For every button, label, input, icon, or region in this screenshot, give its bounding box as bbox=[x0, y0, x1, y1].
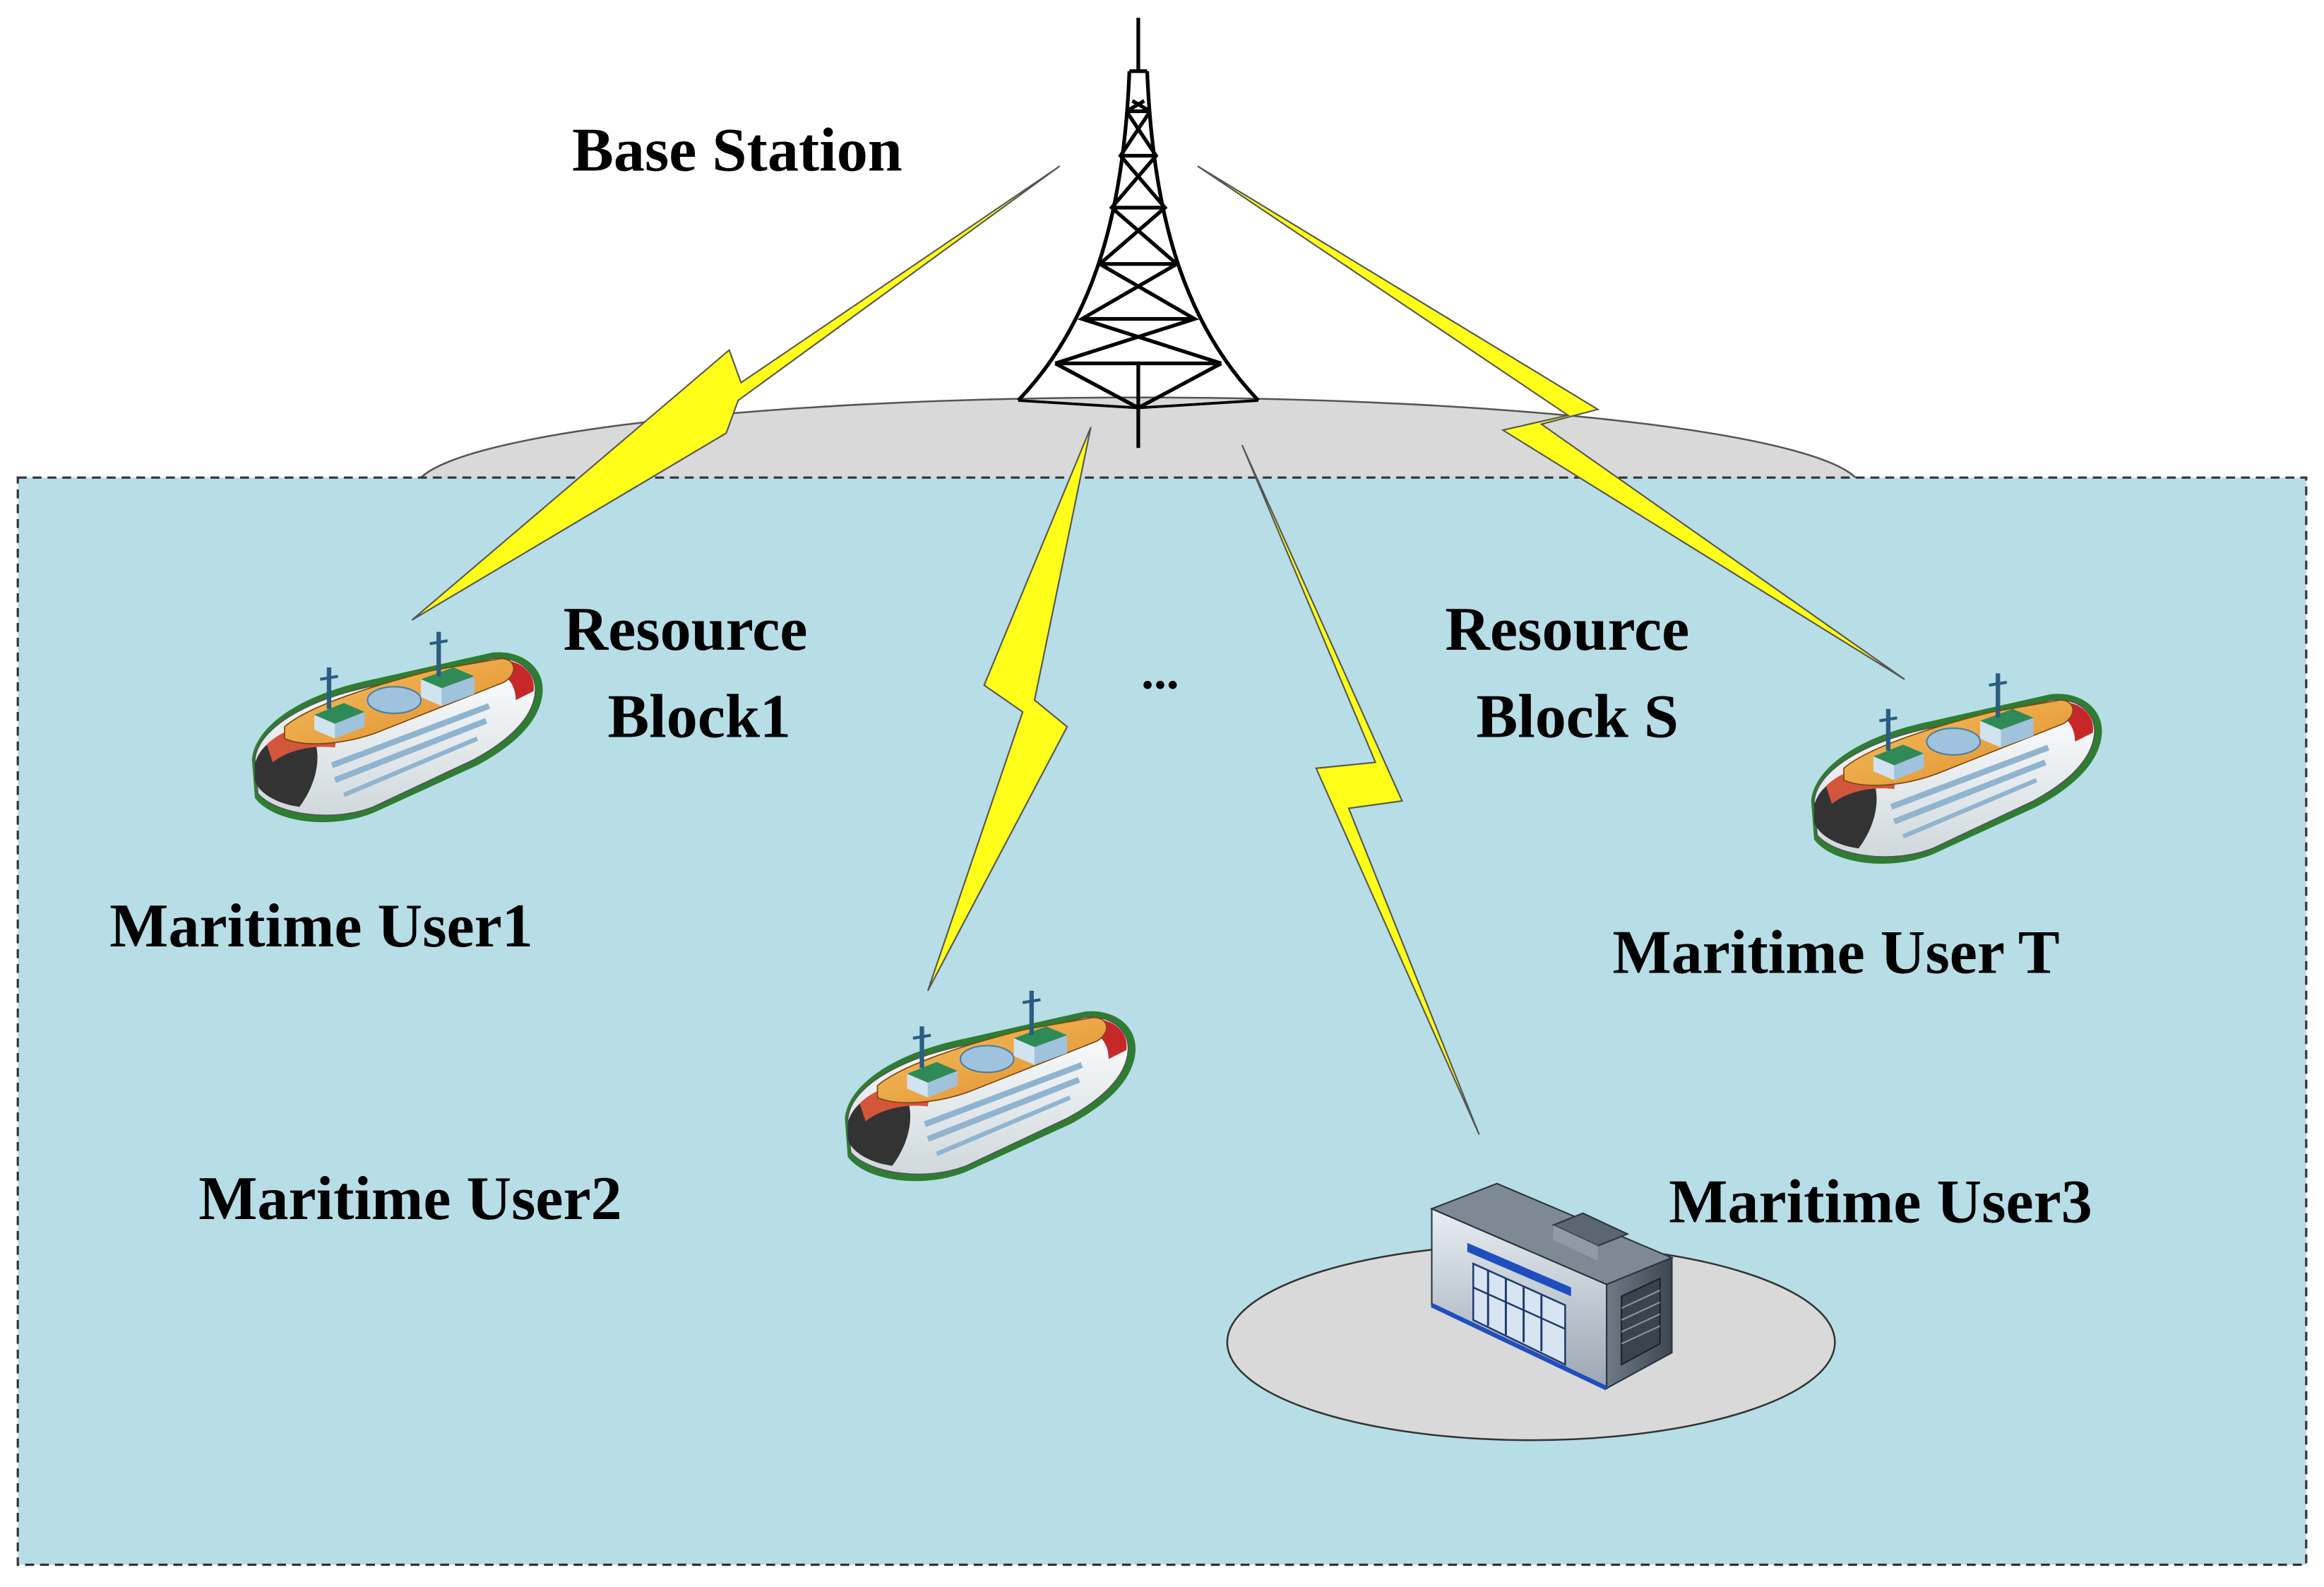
resource-block-s-line1: Resource bbox=[1445, 595, 1689, 664]
resource-block-1-line2: Block1 bbox=[608, 682, 792, 751]
maritime-userT-label: Maritime User T bbox=[1613, 918, 2060, 987]
link-user2 bbox=[926, 427, 1092, 992]
base-station-label: Base Station bbox=[572, 115, 902, 184]
maritime-user3-label: Maritime User3 bbox=[1669, 1167, 2092, 1236]
maritime-user1-label: Maritime User1 bbox=[109, 891, 533, 961]
maritime-user2-label: Maritime User2 bbox=[198, 1164, 622, 1233]
transmission-tower-icon bbox=[1017, 18, 1260, 448]
link-user3 bbox=[1241, 444, 1480, 1135]
ellipsis-label: ... bbox=[1141, 643, 1179, 699]
link-user1 bbox=[411, 165, 1061, 621]
link-userT bbox=[1197, 165, 1905, 680]
resource-block-1-line1: Resource bbox=[564, 595, 808, 664]
wireless-link-icon bbox=[411, 165, 1905, 1135]
resource-block-s-line2: Block S bbox=[1476, 682, 1679, 751]
shore-building-icon bbox=[1429, 1182, 1674, 1391]
sea-area bbox=[16, 476, 2308, 1567]
